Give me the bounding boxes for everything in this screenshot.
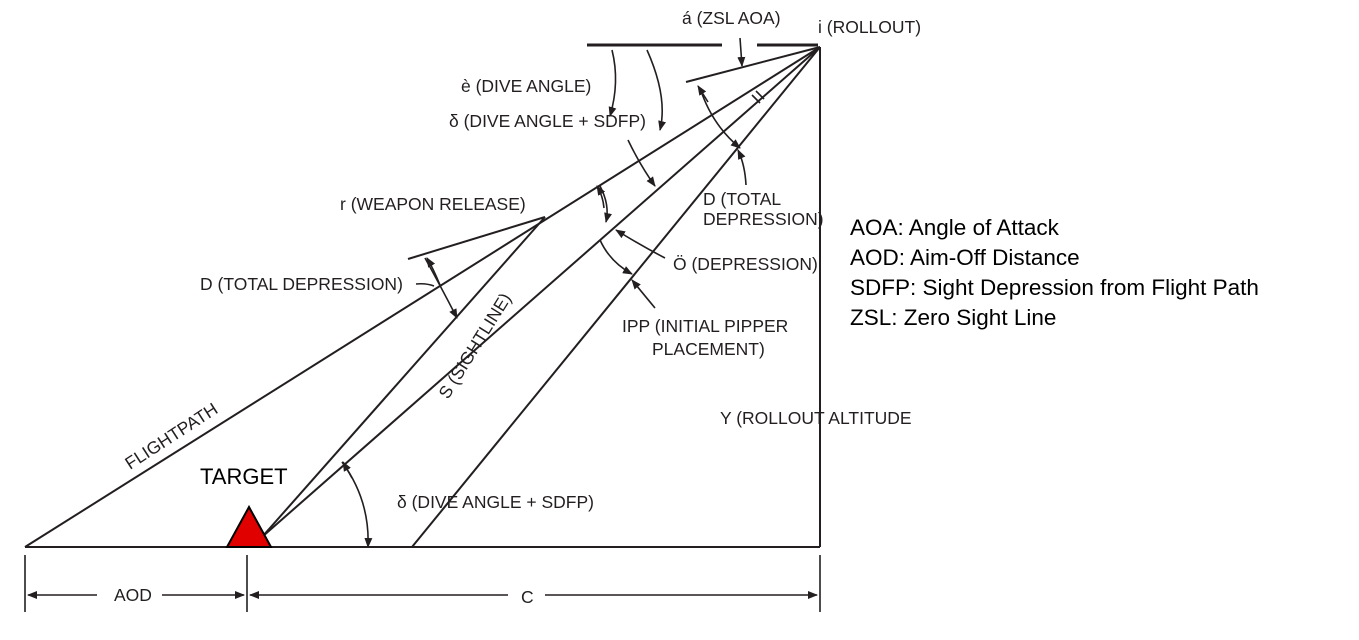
total-depression-right-arrowhead [697, 85, 709, 103]
legend-item: SDFP: Sight Depression from Flight Path [850, 275, 1259, 300]
label-rollout: i (ROLLOUT) [818, 17, 921, 37]
zero-sight-line [685, 46, 821, 83]
label-c: C [521, 587, 534, 607]
label-zsl-aoa: á (ZSL AOA) [682, 8, 781, 28]
flightpath-line [24, 46, 821, 548]
depression-leader [615, 229, 666, 259]
release-sightline [407, 216, 546, 260]
total-depression-left-arc [424, 257, 458, 319]
label-weapon-release: r (WEAPON RELEASE) [340, 194, 526, 214]
ipp-line [411, 46, 821, 548]
legend-item: AOA: Angle of Attack [850, 215, 1059, 240]
label-dive-angle: è (DIVE ANGLE) [461, 76, 591, 96]
label-ipp-1: IPP (INITIAL PIPPER [622, 316, 788, 336]
label-sightline: S (SIGHTLINE) [434, 289, 515, 402]
dive-angle-arc [608, 49, 617, 117]
total-depression-right-leader [737, 149, 747, 186]
label-total-depression-right-2: DEPRESSION) [703, 209, 824, 229]
legend-item: ZSL: Zero Sight Line [850, 305, 1057, 330]
label-dive-angle-sdfp-bottom: δ (DIVE ANGLE + SDFP) [397, 492, 594, 512]
label-aod: AOD [114, 585, 152, 605]
depression-arc-back [596, 185, 606, 209]
release-to-target-line [261, 216, 546, 538]
label-dive-angle-sdfp-top: δ (DIVE ANGLE + SDFP) [449, 111, 646, 131]
dive-angle-sdfp-bottom-arc [341, 461, 373, 548]
sightline [261, 46, 821, 538]
ipp-arc [599, 239, 633, 275]
label-depression: Ö (DEPRESSION) [673, 254, 818, 274]
total-depression-left-arc-top [426, 257, 441, 286]
label-target: TARGET [200, 464, 288, 489]
label-ipp-2: PLACEMENT) [652, 339, 765, 359]
dive-angle-sdfp-top-arc [646, 49, 667, 131]
rollout-tick [751, 90, 765, 104]
label-total-depression-left: D (TOTAL DEPRESSION) [200, 274, 403, 294]
label-flightpath: FLIGHTPATH [121, 399, 221, 474]
target-marker [225, 504, 273, 548]
label-rollout-altitude: Y (ROLLOUT ALTITUDE [720, 408, 912, 428]
dive-angle-sdfp-bottom-arrowhead [342, 461, 353, 479]
legend-item: AOD: Aim-Off Distance [850, 245, 1080, 270]
dive-angle-sdfp-top-leader [627, 139, 656, 187]
abbreviation-legend: AOA: Angle of Attack AOD: Aim-Off Distan… [833, 203, 1313, 373]
label-total-depression-right-1: D (TOTAL [703, 189, 781, 209]
ipp-leader [631, 279, 656, 309]
zsl-aoa-arrow [737, 37, 746, 67]
total-depression-left-leader [415, 282, 435, 287]
